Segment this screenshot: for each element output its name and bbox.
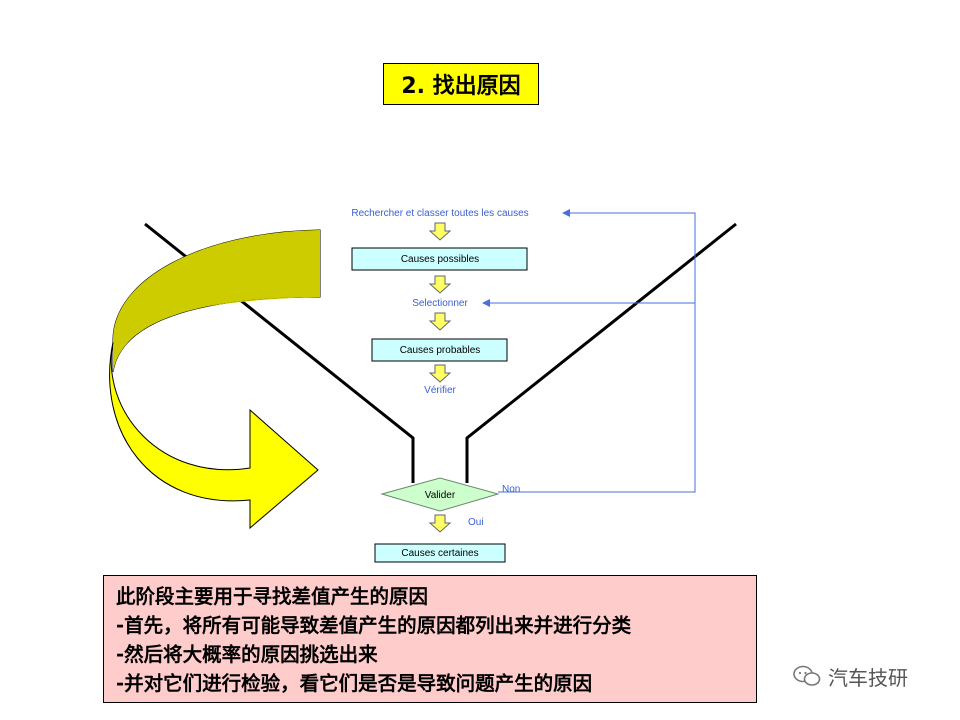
wechat-icon [793, 665, 821, 686]
description-line: -首先，将所有可能导致差值产生的原因都列出来并进行分类 [116, 614, 632, 637]
down-arrow-icon [428, 222, 452, 241]
yes-label: Oui [468, 517, 484, 528]
down-arrow-icon [428, 514, 452, 533]
step-select-text: Selectionner [412, 298, 468, 309]
curved-arrow-icon [109, 229, 321, 530]
feedback-loop [482, 209, 696, 493]
page-title: 2. 找出原因 [383, 63, 539, 105]
box-probable-causes [371, 338, 508, 362]
box-certain-causes [374, 543, 506, 563]
description-line: -并对它们进行检验，看它们是否是导致问题产生的原因 [116, 672, 593, 695]
step-research-text: Rechercher et classer toutes les causes [351, 208, 528, 219]
down-arrow-icon [428, 312, 452, 331]
description-line: -然后将大概率的原因挑选出来 [116, 643, 378, 666]
description-box: 此阶段主要用于寻找差值产生的原因 -首先，将所有可能导致差值产生的原因都列出来并… [103, 575, 757, 703]
box-probable-causes-label: Causes probables [400, 345, 481, 356]
box-possible-causes [351, 247, 528, 271]
watermark: 汽车技研 [792, 662, 908, 690]
funnel-right-line [465, 222, 737, 483]
down-arrow-icon [428, 364, 452, 383]
watermark-text: 汽车技研 [828, 665, 908, 690]
down-arrow-icon [428, 275, 452, 294]
step-verify-text: Vérifier [424, 385, 456, 396]
box-certain-causes-label: Causes certaines [401, 548, 478, 559]
box-possible-causes-label: Causes possibles [401, 254, 479, 265]
decision-diamond [380, 477, 500, 512]
description-line: 此阶段主要用于寻找差值产生的原因 [116, 585, 429, 608]
decision-label: Valider [425, 490, 456, 501]
no-label: Non [502, 484, 520, 495]
